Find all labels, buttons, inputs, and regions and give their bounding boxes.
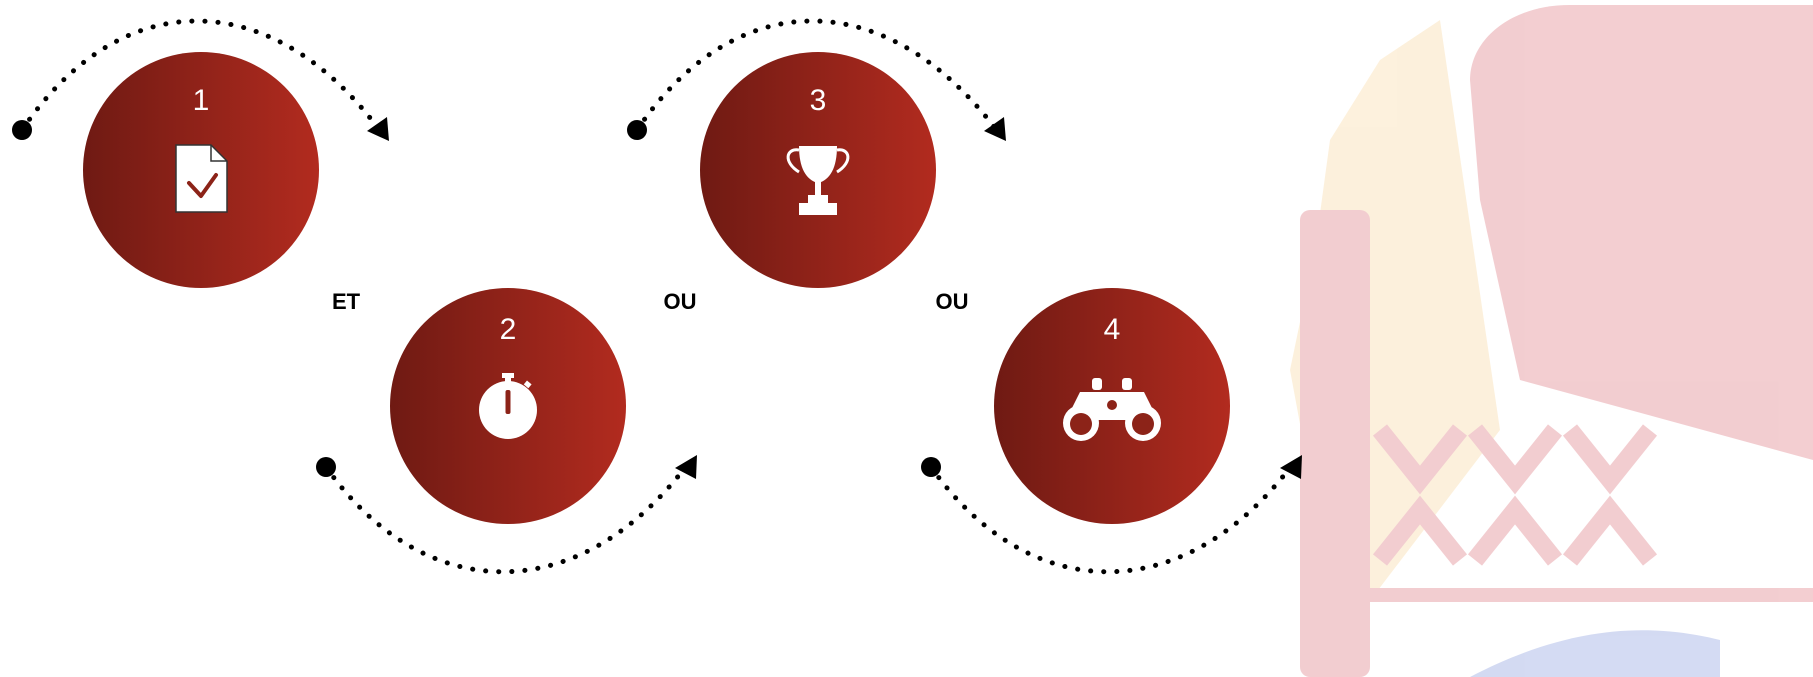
step-1: 1 (83, 52, 319, 288)
dotted-arrow (19, 18, 381, 133)
step-3: 3 (700, 52, 936, 288)
step-number: 2 (500, 313, 517, 346)
arrowhead (1280, 455, 1302, 479)
trophy-icon (786, 146, 850, 215)
start-dot (12, 120, 32, 140)
binoculars-icon (1063, 378, 1161, 441)
start-dot (627, 120, 647, 140)
dotted-arrow (928, 462, 1295, 575)
step-number: 1 (193, 84, 210, 117)
arrowhead (675, 455, 697, 479)
connector-label-et: ET (332, 289, 361, 314)
start-dot (921, 457, 941, 477)
arrow-endpoints (12, 117, 1302, 479)
dotted-arrow (634, 18, 998, 133)
step-number: 4 (1104, 313, 1121, 346)
emblem-watermark (1290, 5, 1813, 677)
step-2: 2 (390, 288, 626, 524)
arrowhead (984, 117, 1006, 141)
checked-document-icon (175, 144, 228, 213)
step-4: 4 (994, 288, 1230, 524)
dotted-arrow (323, 462, 690, 575)
arrowhead (367, 117, 389, 141)
start-dot (316, 457, 336, 477)
connector-label-ou: OU (664, 289, 697, 314)
stopwatch-icon (479, 373, 537, 439)
step-number: 3 (810, 84, 827, 117)
connector-label-ou: OU (936, 289, 969, 314)
dotted-arrows (19, 18, 1295, 575)
